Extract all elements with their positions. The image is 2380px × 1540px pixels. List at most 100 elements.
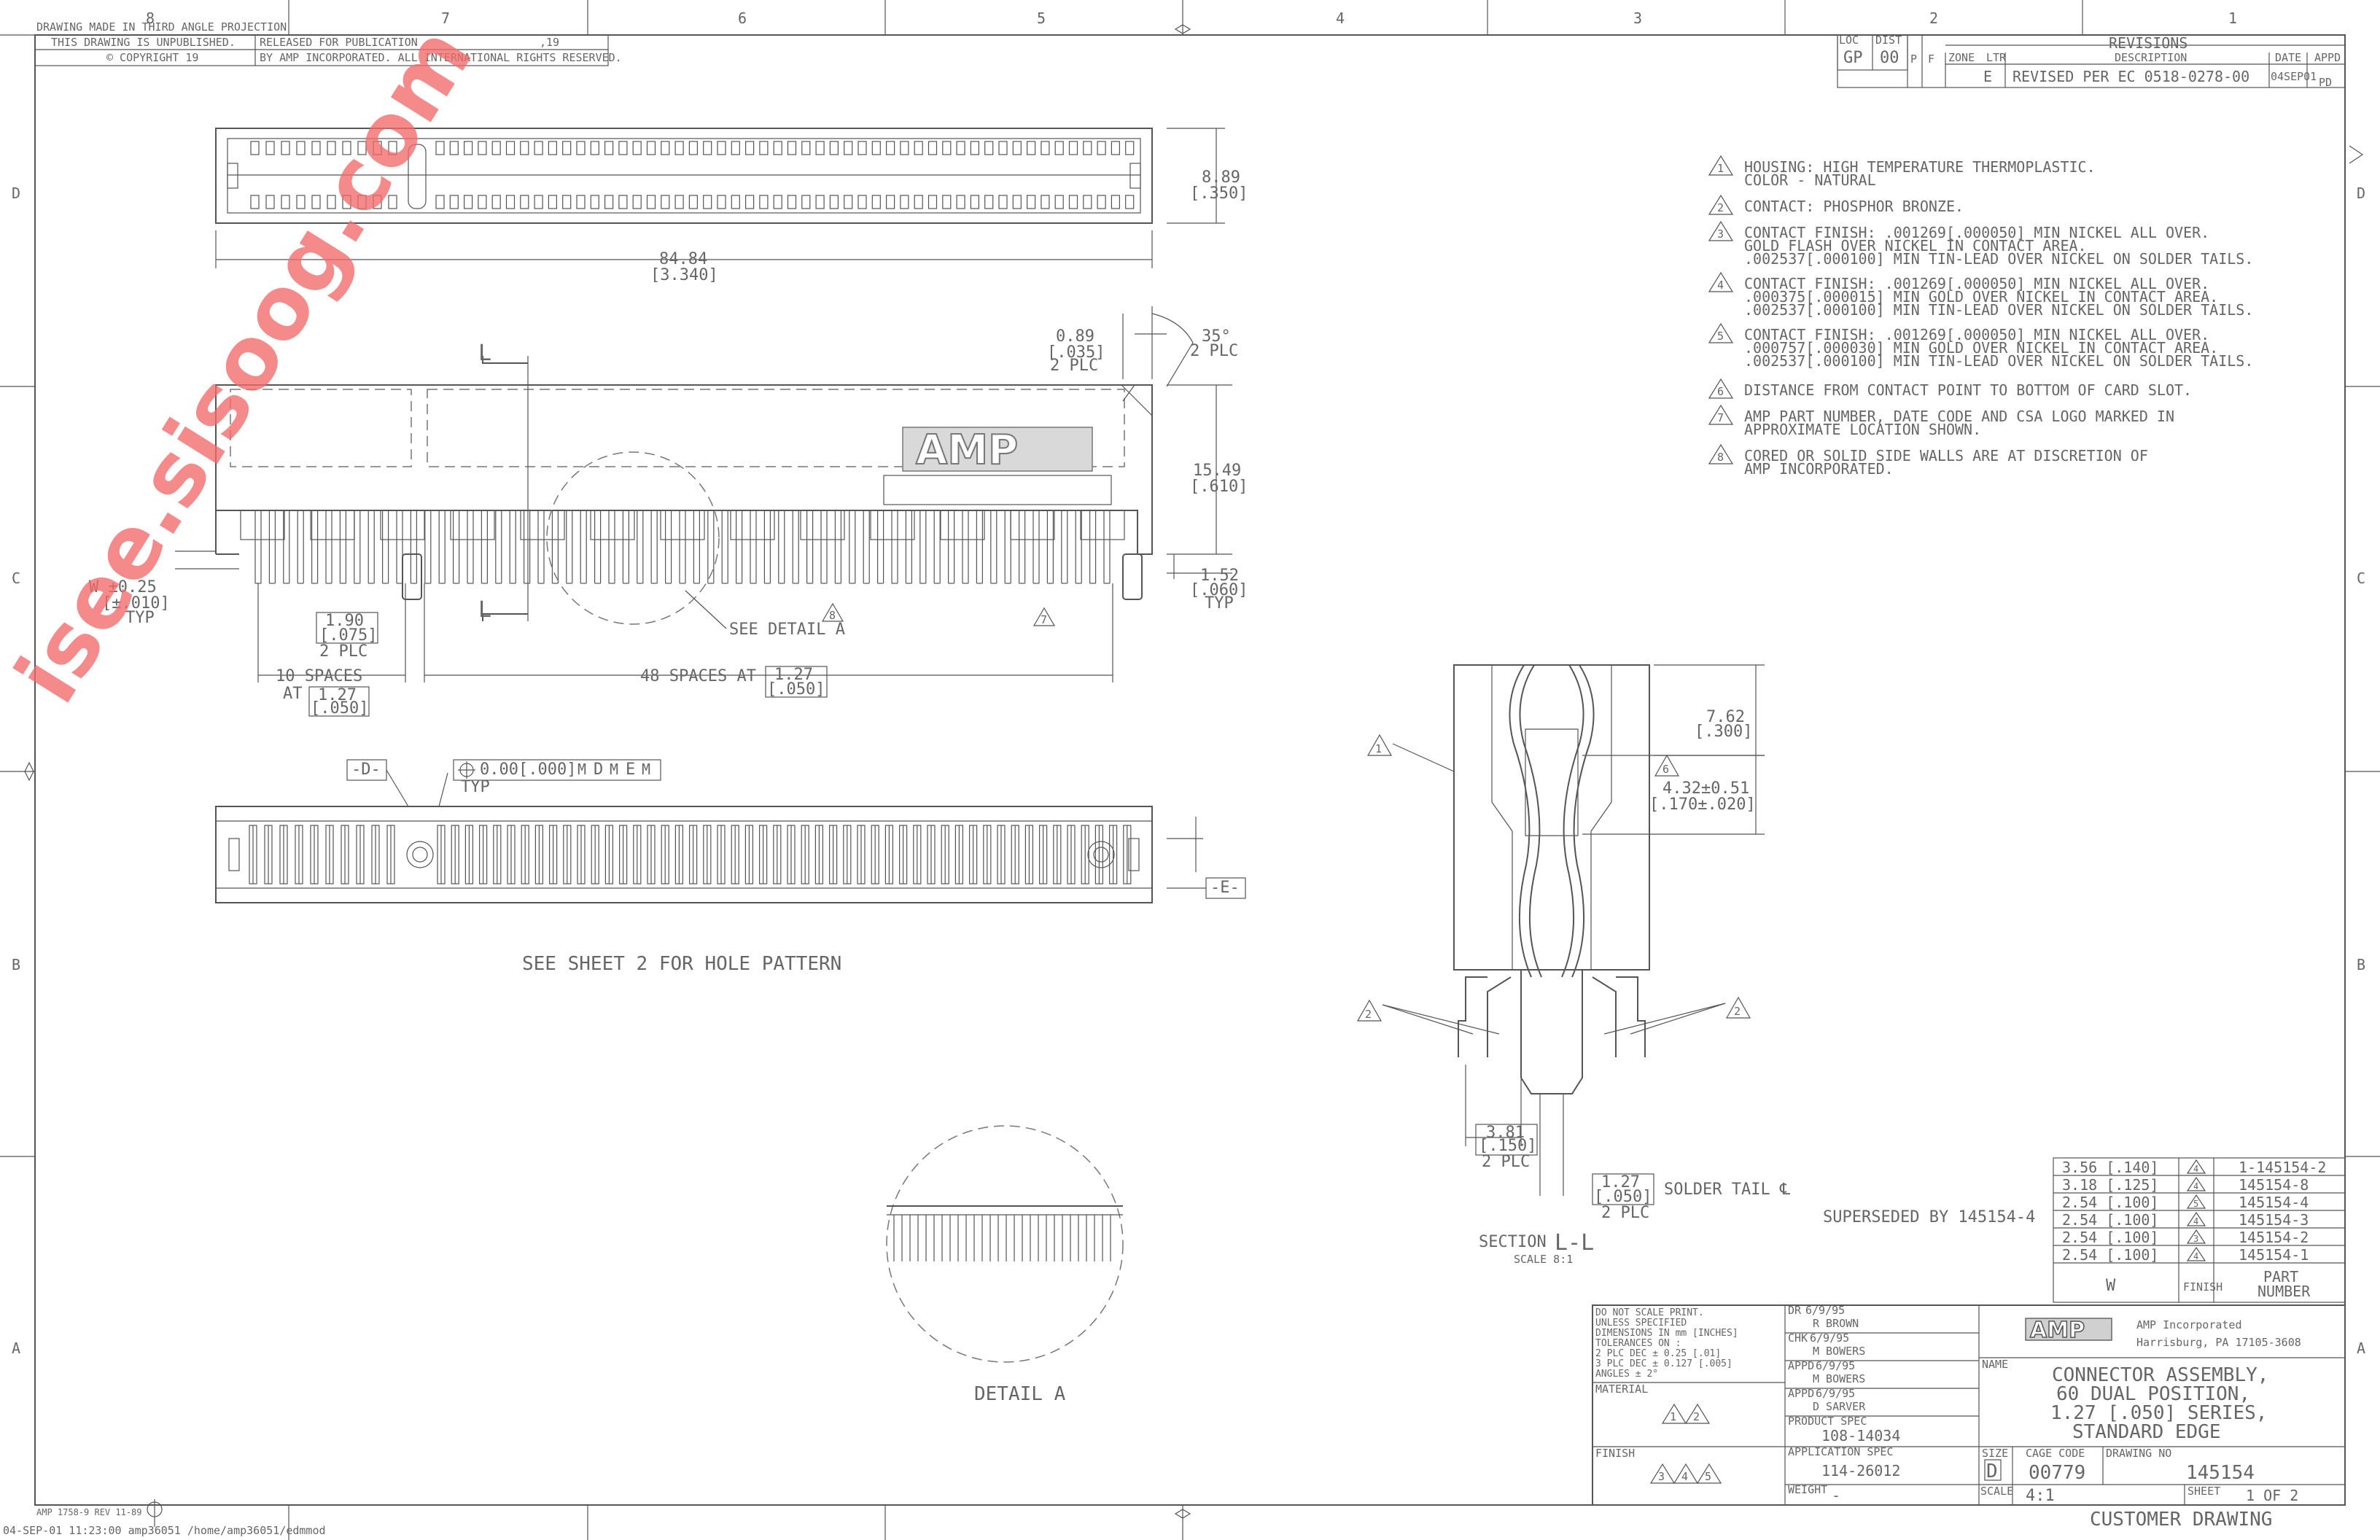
detail-a: DETAIL A — [886, 1125, 1124, 1405]
pin-slot — [674, 195, 684, 209]
dwg-value: 145154 — [2186, 1462, 2255, 1484]
pin-slot — [505, 141, 516, 155]
parts-row-w: 2.54 [.100] — [2062, 1246, 2158, 1264]
pin-slot — [265, 195, 275, 209]
flag-2-left: 2 — [1356, 999, 1500, 1035]
pin-slot — [534, 141, 543, 155]
pin-slot — [858, 195, 867, 209]
parts-row-finish: 3 — [2193, 1234, 2198, 1244]
pin-slot — [491, 141, 501, 155]
pin-slot — [281, 141, 290, 155]
rev-desc-header: DESCRIPTION — [2115, 51, 2187, 64]
polarizing-post — [402, 553, 422, 600]
pin-slot — [871, 141, 881, 155]
pin-slot — [984, 195, 994, 209]
pin-slot — [604, 195, 614, 209]
note-line: .002537[.000100] MIN TIN-LEAD OVER NICKE… — [1744, 352, 2253, 370]
finish-flags: 3 4 5 — [1649, 1463, 1722, 1484]
superseded-note: SUPERSEDED BY 145154-4 — [1823, 1208, 2035, 1226]
pin-slot — [914, 195, 923, 209]
pin-slot — [759, 141, 769, 155]
section-view-dims: 7.62 [.300] 4.32±0.51 [.170±.020] 3.81 [… — [1465, 664, 1791, 1266]
pin-slot — [250, 141, 260, 155]
flag-1-section: 1 — [1366, 734, 1455, 772]
pin-slot — [604, 141, 614, 155]
loc-label: LOC — [1839, 34, 1859, 47]
hole-pattern-note: SEE SHEET 2 FOR HOLE PATTERN — [522, 953, 841, 975]
tolerance-line: DIMENSIONS IN mm [INCHES] — [1595, 1328, 1738, 1339]
svg-text:1: 1 — [1670, 1410, 1676, 1423]
rev-p: P — [1910, 52, 1917, 66]
note-line: HOUSING: HIGH TEMPERATURE THERMOPLASTIC. — [1744, 158, 2096, 176]
pin-slot — [661, 195, 670, 209]
section-ll-label: L-L — [1555, 1230, 1594, 1256]
pin-slot — [956, 141, 965, 155]
pin-slot — [562, 195, 572, 209]
polarizing-post — [1122, 553, 1143, 600]
section-scale-label: SCALE 8:1 — [1514, 1253, 1573, 1266]
pin-slot — [296, 195, 306, 209]
sheet-label: SHEET — [2188, 1485, 2220, 1498]
parts-row-w: 3.18 [.125] — [2062, 1176, 2158, 1194]
dim-height-mm: 15.49 — [1193, 462, 1241, 480]
scale-value: 4:1 — [2026, 1487, 2055, 1505]
pin-slot — [744, 141, 755, 155]
pin-slot — [548, 141, 558, 155]
product-spec-value: 108-14034 — [1821, 1427, 1900, 1444]
svg-text:3: 3 — [1658, 1470, 1665, 1483]
parts-header-w: W — [2106, 1277, 2116, 1295]
sec-w1-in: [.150] — [1479, 1137, 1536, 1155]
col-label-6: 6 — [738, 9, 747, 27]
dim-10-at: AT — [283, 685, 303, 703]
company-name: AMP Incorporated — [2136, 1318, 2242, 1331]
note-line: CONTACT FINISH: .001269[.000050] MIN NIC… — [1744, 275, 2209, 292]
pin-slot — [1026, 195, 1036, 209]
tol-datum-e: E — [626, 761, 635, 779]
unpublished-note: THIS DRAWING IS UNPUBLISHED. — [51, 36, 236, 49]
weight-label: WEIGHT — [1788, 1483, 1827, 1496]
pin-slot — [773, 141, 782, 155]
flag-7-front: 7 — [1032, 607, 1056, 626]
parts-row-w: 2.54 [.100] — [2062, 1211, 2158, 1229]
rights-note: BY AMP INCORPORATED. ALL INTERNATIONAL R… — [260, 51, 622, 64]
pin-slot — [520, 141, 529, 155]
pin-slot — [844, 141, 853, 155]
pin-slot — [885, 141, 895, 155]
dim-height-in: [.610] — [1190, 478, 1248, 496]
dim-angle: 35° — [1202, 327, 1231, 346]
dim-tail-typ: TYP — [1205, 594, 1234, 612]
dim-height-top-mm: 8.89 — [1202, 168, 1240, 187]
pin-slot — [956, 195, 965, 209]
revisions-block: LOC GP DIST 00 P F REVISIONS ZONE LTR DE… — [1837, 34, 2346, 89]
rev-zone-header: ZONE — [1948, 51, 1975, 64]
tolerance-line: ANGLES ± 2° — [1595, 1369, 1658, 1380]
pin-slot — [534, 195, 543, 209]
pin-slot — [548, 195, 558, 209]
svg-text:1: 1 — [1375, 742, 1382, 755]
pin-slot — [970, 141, 980, 155]
parts-row-part: 145154-2 — [2239, 1229, 2309, 1246]
parts-row-finish: 4 — [2193, 1181, 2198, 1191]
pin-slot — [1125, 141, 1135, 155]
parts-row-part: 145154-4 — [2239, 1194, 2309, 1211]
tolerance-line: UNLESS SPECIFIED — [1595, 1318, 1687, 1329]
pin-slot — [646, 141, 656, 155]
copyright-note: © COPYRIGHT 19 — [106, 51, 198, 64]
cage-value: 00779 — [2029, 1462, 2085, 1484]
footer: AMP 1758-9 REV 11-89 04-SEP-01 11:23:00 … — [3, 1499, 326, 1537]
pin-slot — [1111, 141, 1121, 155]
pin-slot — [928, 195, 938, 209]
pin-slot — [970, 195, 980, 209]
appd1-label: APPD — [1788, 1359, 1814, 1372]
tolerance-line: TOLERANCES ON : — [1595, 1338, 1681, 1349]
sec-w1-mm: 3.81 — [1486, 1124, 1525, 1142]
pin-slot — [463, 141, 473, 155]
dim-w-in: [±.010] — [102, 594, 170, 612]
sheet-value: 1 OF 2 — [2246, 1487, 2298, 1504]
parts-row-part: 145154-8 — [2239, 1176, 2309, 1194]
top-view — [215, 128, 1153, 224]
